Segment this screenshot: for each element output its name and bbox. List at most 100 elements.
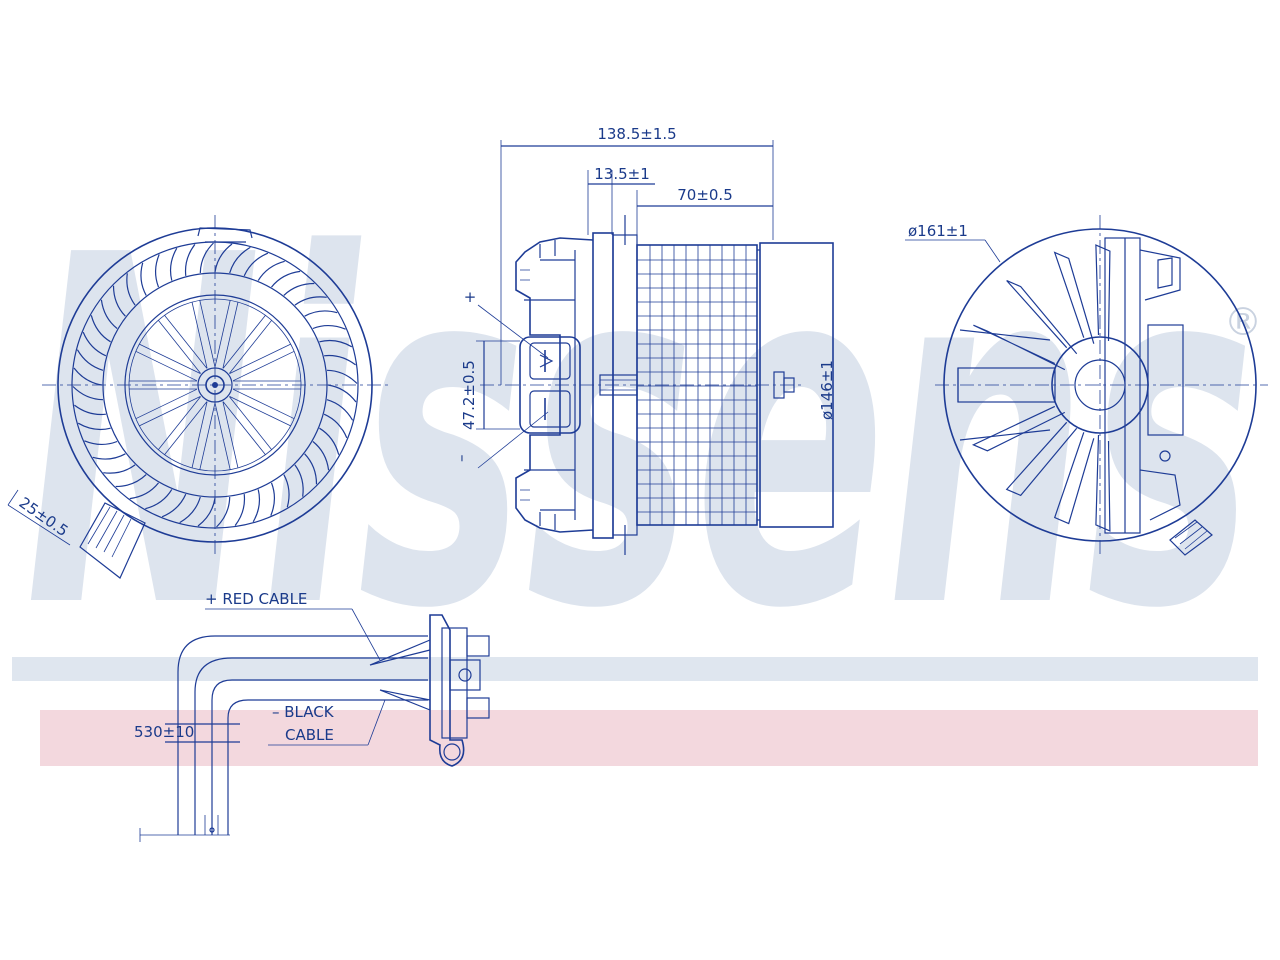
fan-blade — [304, 453, 318, 485]
fan-blade — [84, 440, 118, 446]
hub-spoke — [222, 401, 266, 455]
fan-blade — [169, 247, 178, 281]
hub-spoke — [229, 343, 291, 374]
hub-spoke — [135, 388, 198, 420]
fan-blade — [252, 489, 261, 523]
fan-blade — [154, 254, 160, 288]
rear-rib — [1005, 421, 1078, 497]
hub-spoke — [139, 343, 201, 374]
fan-blade — [72, 386, 104, 401]
fan-blade — [92, 453, 126, 460]
fan-blade — [327, 384, 357, 403]
fan-blade — [145, 489, 173, 510]
hub-spoke — [214, 403, 231, 470]
fan-blade — [90, 315, 111, 343]
hub-spoke — [191, 401, 208, 469]
fan-blade — [179, 496, 201, 524]
rear-ribs — [971, 244, 1111, 532]
fan-blade — [323, 413, 348, 439]
fan-blade — [76, 349, 104, 371]
fan-blades — [72, 242, 358, 528]
hub-spoke — [232, 350, 295, 382]
fan-blade — [312, 324, 346, 330]
black-cable-label-line1: – BLACK — [272, 703, 335, 721]
hub-spoke — [229, 396, 273, 450]
rear-rib — [1095, 434, 1111, 532]
fan-blade — [229, 246, 251, 274]
fan-blade — [283, 282, 315, 296]
cable-length-label: 530±10 — [134, 723, 194, 741]
fan-blade — [126, 273, 136, 306]
wheel-length-label: 70±0.5 — [677, 186, 733, 204]
hub-spoke — [222, 401, 239, 469]
rear-rib — [1006, 280, 1078, 355]
rear-rib — [1053, 432, 1095, 525]
fan-blade — [74, 404, 106, 416]
hub-spoke — [164, 401, 208, 455]
fan-blade — [214, 243, 233, 273]
hub-spoke — [157, 396, 201, 450]
fan-blade — [197, 497, 216, 527]
cable-assembly: 530±10 + RED CABLE – BLACK CABLE — [134, 590, 490, 842]
fan-blade — [216, 496, 231, 528]
fan-blade — [140, 262, 147, 296]
flange-thickness-label: 13.5±1 — [594, 165, 650, 183]
fan-blade — [304, 310, 338, 317]
fan-blade — [257, 260, 285, 281]
hub-spoke — [229, 320, 273, 374]
fan-blade — [199, 242, 214, 274]
wheel-diameter-label: ø146±1 — [818, 360, 836, 420]
rear-view: ø161±1 — [905, 215, 1268, 556]
fan-blade — [161, 493, 187, 518]
fan-blade — [319, 427, 340, 455]
watermark-brand: Nissens — [25, 155, 1255, 714]
side-view: 138.5±1.5 13.5±1 70±0.5 — [452, 125, 836, 555]
watermark-band-blue — [12, 657, 1258, 681]
red-cable-label: + RED CABLE — [205, 590, 307, 608]
fan-blade — [294, 464, 304, 497]
fan-blade — [270, 482, 276, 516]
positive-terminal-label: + — [464, 288, 477, 306]
hub-spoke — [232, 388, 295, 420]
hub-spoke — [157, 320, 201, 374]
fan-blade — [112, 285, 126, 317]
negative-terminal-label: – — [452, 455, 470, 463]
fan-blade — [77, 422, 111, 431]
fan-blade — [234, 494, 246, 526]
hub-spoke — [164, 315, 208, 369]
fan-blade — [103, 464, 136, 474]
fan-blade — [73, 367, 103, 386]
fan-blade — [129, 482, 159, 500]
fan-blade — [312, 441, 330, 471]
fan-blade — [319, 339, 353, 348]
fan-blade — [326, 399, 354, 421]
fan-blade — [100, 299, 118, 329]
overall-length-label: 138.5±1.5 — [597, 125, 676, 143]
fan-blade — [243, 252, 269, 277]
hub-spoke — [214, 300, 231, 367]
fan-blade — [271, 270, 301, 288]
hub-spoke — [135, 350, 198, 382]
fan-blade — [115, 474, 147, 488]
hub-spoke — [191, 301, 208, 369]
rear-rib — [1053, 251, 1095, 344]
fan-blade — [283, 474, 290, 508]
fan-blade — [326, 369, 358, 384]
connector-pitch-label: 47.2±0.5 — [460, 360, 478, 430]
hub-spokes — [129, 300, 301, 470]
hub-spoke — [229, 396, 291, 427]
hub-spoke — [222, 315, 266, 369]
black-cable-label-line2: CABLE — [285, 726, 334, 744]
fan-blade — [82, 331, 107, 357]
hub-spoke — [199, 300, 216, 367]
housing-diameter-label: ø161±1 — [908, 222, 968, 240]
fan-blade — [294, 296, 327, 306]
hub-spoke — [222, 301, 239, 369]
hub-spoke — [199, 403, 216, 470]
fan-blade — [184, 244, 196, 276]
hub-spoke — [139, 396, 201, 427]
rear-rib — [973, 324, 1066, 371]
rear-rib — [971, 405, 1066, 452]
rear-rib — [1095, 244, 1111, 342]
